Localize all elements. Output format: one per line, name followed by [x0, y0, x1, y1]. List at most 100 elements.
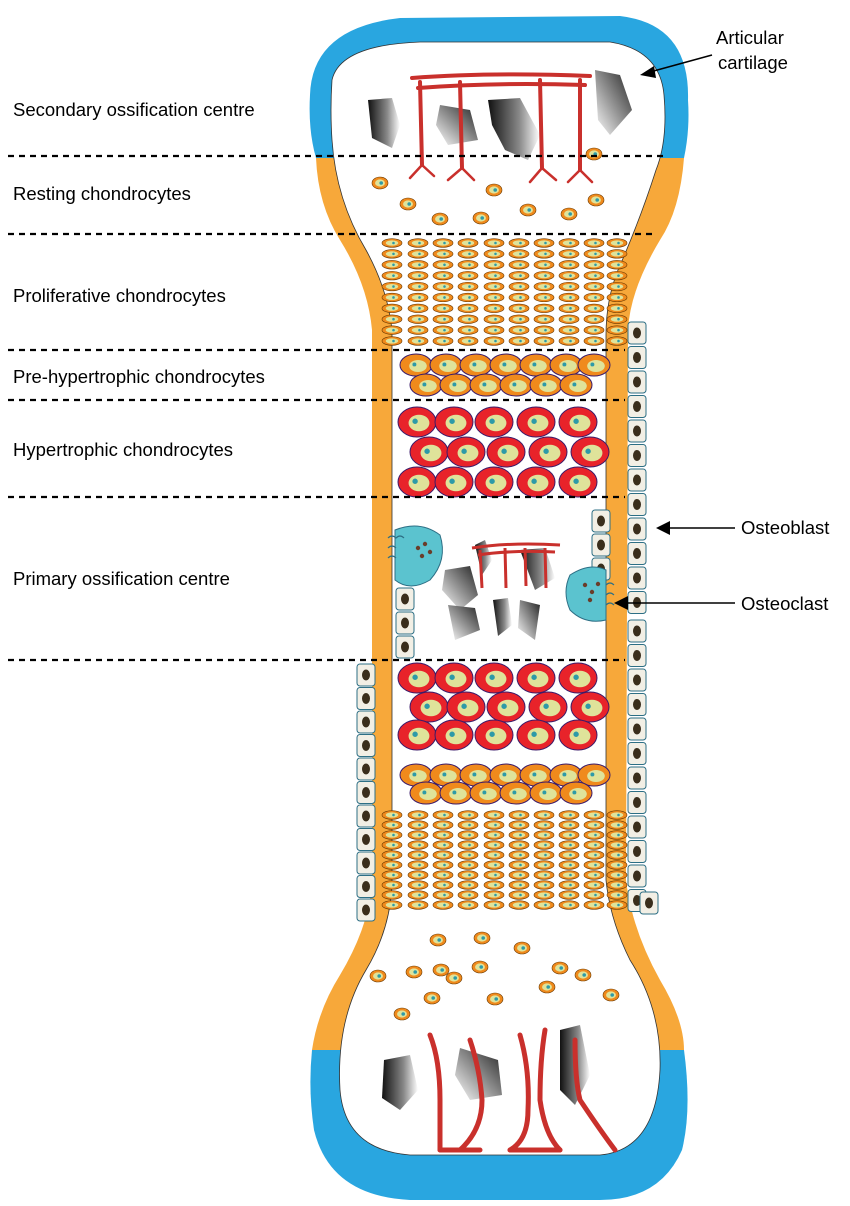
hypertrophic-cell: [409, 691, 449, 723]
chondrocyte-cytoplasm: [537, 872, 551, 878]
hypertrophic-cell: [474, 406, 514, 438]
chondrocyte-nucleus: [519, 339, 522, 343]
chondrocyte-cytoplasm: [461, 862, 475, 868]
chondrocyte-nucleus: [594, 252, 597, 256]
chondrocyte: [508, 860, 530, 870]
chondrocyte: [457, 870, 479, 880]
chondrocyte-cytoplasm: [587, 262, 601, 268]
chondrocyte-nucleus: [544, 903, 547, 907]
chondrocyte-nucleus: [569, 285, 572, 288]
chondrocyte-cytoplasm: [587, 294, 601, 301]
arrow-head: [640, 66, 656, 78]
chondrocyte-cytoplasm: [537, 240, 551, 246]
cell-nucleus: [461, 448, 467, 454]
chondrocyte: [457, 850, 479, 860]
osteoblast-cell: [356, 710, 376, 734]
chondrocyte: [533, 830, 555, 840]
chondrocyte-nucleus: [392, 285, 395, 288]
chondrocyte-nucleus: [468, 339, 471, 343]
chondrocyte: [558, 336, 580, 346]
chondrocyte-nucleus: [594, 873, 597, 877]
chondrocyte-cytoplasm: [610, 294, 624, 301]
cell-cytoplasm: [539, 787, 557, 801]
cell-nucleus: [542, 790, 547, 795]
chondrocyte: [606, 890, 628, 900]
chondrocyte-nucleus: [443, 853, 446, 857]
chondrocyte-cytoplasm: [385, 327, 399, 333]
chondrocyte: [457, 303, 479, 313]
chondrocyte-nucleus: [519, 317, 522, 321]
chondrocyte-nucleus: [544, 241, 547, 245]
cell-cytoplasm: [408, 414, 430, 432]
chondrocyte-cytoplasm: [610, 273, 624, 279]
chondrocyte-nucleus: [519, 903, 522, 907]
chondrocyte: [486, 992, 504, 1006]
chondrocyte-nucleus: [494, 813, 497, 817]
chondrocyte: [381, 303, 403, 313]
chondrocyte: [432, 325, 454, 335]
chondrocyte: [381, 314, 403, 324]
chondrocyte-cytoplasm: [537, 892, 551, 898]
chondrocyte-nucleus: [594, 317, 597, 321]
cell-cytoplasm: [420, 699, 442, 717]
cell-nucleus: [573, 731, 579, 737]
chondrocyte-cytoplasm: [487, 882, 501, 888]
label-proliferative-chondrocytes: Proliferative chondrocytes: [13, 285, 226, 306]
chondrocyte-nucleus: [418, 843, 421, 847]
chondrocyte-cytoplasm: [436, 852, 450, 858]
chondrocyte-nucleus: [617, 843, 620, 847]
cell-cytoplasm: [408, 727, 430, 745]
chondrocyte-cytoplasm: [512, 812, 526, 818]
chondrocyte: [432, 860, 454, 870]
pre-hypertrophic-cell: [577, 353, 611, 377]
chondrocyte: [432, 810, 454, 820]
chondrocyte-cytoplasm: [587, 240, 601, 246]
chondrocyte: [508, 830, 530, 840]
chondrocyte-cytoplasm: [385, 882, 399, 888]
chondrocyte-cytoplasm: [385, 338, 399, 344]
chondrocyte: [432, 820, 454, 830]
chondrocyte-cytoplasm: [385, 812, 399, 818]
chondrocyte-nucleus: [480, 216, 485, 220]
chondrocyte-cytoplasm: [537, 338, 551, 344]
chondrocyte-nucleus: [617, 263, 620, 267]
chondrocyte-nucleus: [418, 873, 421, 877]
osteoclast-cell: [565, 566, 607, 622]
chondrocyte-cytoplasm: [512, 902, 526, 908]
hypertrophic-cell: [486, 691, 526, 723]
chondrocyte-cytoplasm: [512, 327, 526, 333]
osteoblast-cell: [395, 611, 415, 635]
chondrocyte-nucleus: [569, 853, 572, 857]
chondrocyte: [583, 249, 605, 259]
chondrocyte-nucleus: [519, 285, 522, 288]
label-articular-line1: Articular: [716, 27, 784, 48]
cell-nucleus: [590, 772, 595, 777]
osteoblast-cell: [627, 395, 647, 418]
label-osteoclast: Osteoclast: [741, 593, 828, 614]
cell-cytoplasm: [569, 379, 587, 393]
chondrocyte: [508, 880, 530, 890]
chondrocyte-nucleus: [418, 263, 421, 267]
chondrocyte: [407, 890, 429, 900]
chondrocyte-cytoplasm: [562, 902, 576, 908]
chondrocyte: [381, 880, 403, 890]
chondrocyte: [472, 211, 490, 225]
chondrocyte-nucleus: [544, 328, 547, 332]
chondrocyte-nucleus: [392, 903, 395, 907]
chondrocyte: [606, 325, 628, 335]
chondrocyte-cytoplasm: [512, 832, 526, 838]
hypertrophic-cell: [434, 466, 474, 498]
cell-cytoplasm: [469, 359, 487, 373]
chondrocyte-nucleus: [519, 883, 522, 887]
chondrocyte: [508, 249, 530, 259]
osteoblast-nucleus: [362, 904, 370, 916]
chondrocyte-cytoplasm: [411, 327, 425, 333]
chondrocyte-nucleus: [569, 317, 572, 321]
chondrocyte-nucleus: [468, 317, 471, 321]
pre-hypertrophic-cell: [459, 353, 493, 377]
chondrocyte-cytoplasm: [587, 862, 601, 868]
chondrocyte: [533, 890, 555, 900]
cell-cytoplasm: [527, 670, 549, 688]
chondrocyte-nucleus: [392, 873, 395, 877]
